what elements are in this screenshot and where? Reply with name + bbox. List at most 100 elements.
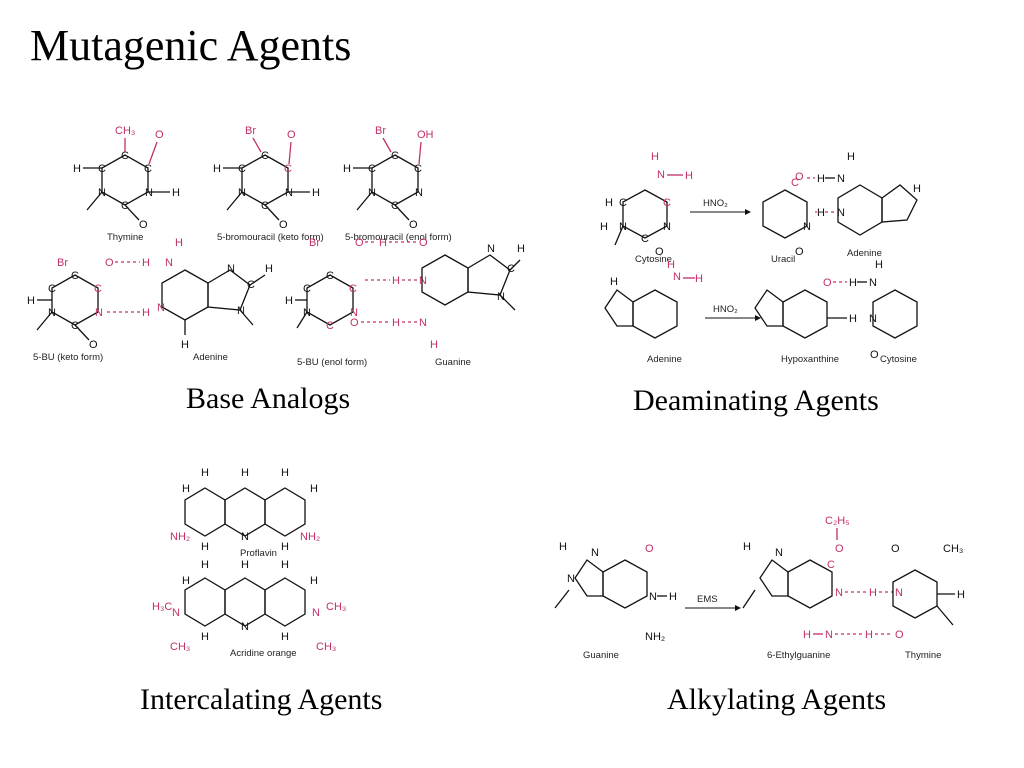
bu-enol-guanine-pair: C C N C N C Br O H O H N O H N H N C N H…: [285, 237, 525, 368]
svg-text:O: O: [870, 349, 879, 361]
svg-text:H: H: [175, 237, 183, 249]
bromouracil-enol-structure: C C N C N C Br OH O H 5-bromouracil (eno…: [343, 125, 452, 243]
svg-text:H: H: [142, 307, 150, 319]
adenine-bottom-label: Adenine: [647, 354, 682, 365]
svg-text:H: H: [312, 187, 320, 199]
svg-text:O: O: [795, 171, 804, 183]
svg-text:H: H: [201, 559, 209, 571]
svg-text:H: H: [817, 173, 825, 185]
svg-text:Br: Br: [57, 257, 68, 269]
hypoxanthine-label: Hypoxanthine: [781, 354, 839, 365]
svg-text:N: N: [241, 621, 249, 633]
svg-text:N: N: [350, 307, 358, 319]
svg-text:H: H: [285, 295, 293, 307]
svg-text:H₃C: H₃C: [152, 601, 172, 613]
cytosine-bottom-label: Cytosine: [880, 354, 917, 365]
svg-text:O: O: [287, 129, 296, 141]
svg-text:N: N: [837, 207, 845, 219]
svg-text:NH₂: NH₂: [300, 531, 320, 543]
svg-text:Br: Br: [245, 125, 256, 137]
svg-text:H: H: [610, 276, 618, 288]
svg-text:H: H: [201, 541, 209, 553]
deaminating-diagram: C C N C N N H H H H O Cytosine HNO₂ C O …: [600, 151, 921, 365]
slide-title: Mutagenic Agents: [30, 21, 352, 70]
svg-text:H: H: [181, 339, 189, 351]
svg-text:H: H: [869, 587, 877, 599]
svg-text:C: C: [619, 197, 627, 209]
svg-text:OH: OH: [417, 129, 434, 141]
proflavin-label: Proflavin: [240, 548, 277, 559]
adenine-pair-label: Adenine: [193, 352, 228, 363]
svg-text:H: H: [849, 313, 857, 325]
svg-text:C: C: [144, 163, 152, 175]
svg-text:C: C: [98, 163, 106, 175]
svg-text:H: H: [600, 221, 608, 233]
svg-text:H: H: [281, 541, 289, 553]
svg-text:C: C: [326, 270, 334, 282]
adenine-top-label: Adenine: [847, 248, 882, 259]
svg-text:H: H: [310, 483, 318, 495]
svg-text:CH₃: CH₃: [115, 125, 135, 137]
svg-text:N: N: [285, 187, 293, 199]
svg-text:N: N: [145, 187, 153, 199]
svg-text:H: H: [669, 591, 677, 603]
svg-text:H: H: [310, 575, 318, 587]
bromouracil-keto-label: 5-bromouracil (keto form): [217, 232, 324, 243]
intercalating-caption: Intercalating Agents: [140, 683, 383, 716]
svg-text:H: H: [281, 631, 289, 643]
svg-text:N: N: [419, 275, 427, 287]
svg-text:H: H: [685, 170, 693, 182]
svg-text:Br: Br: [309, 237, 320, 249]
svg-text:C: C: [284, 163, 292, 175]
svg-text:H: H: [182, 575, 190, 587]
ethylguanine-label: 6-Ethylguanine: [767, 650, 830, 661]
svg-text:CH₃: CH₃: [170, 641, 190, 653]
svg-text:N: N: [837, 173, 845, 185]
svg-text:H: H: [865, 629, 873, 641]
svg-text:N: N: [487, 243, 495, 255]
hno2-top-label: HNO₂: [703, 198, 728, 209]
thymine-alk-label: Thymine: [905, 650, 941, 661]
svg-text:O: O: [645, 543, 654, 555]
svg-text:H: H: [265, 263, 273, 275]
acridine-orange-structure: N H H H H H N H₃C CH₃ N CH₃ CH₃ H H Acri…: [152, 559, 346, 659]
svg-text:CH₃: CH₃: [316, 641, 336, 653]
svg-text:C: C: [368, 163, 376, 175]
svg-text:C: C: [261, 200, 269, 212]
svg-text:O: O: [891, 543, 900, 555]
svg-text:N: N: [95, 307, 103, 319]
svg-text:C: C: [326, 320, 334, 332]
svg-text:N: N: [895, 587, 903, 599]
guanine-pair-label: Guanine: [435, 357, 471, 368]
svg-text:H: H: [957, 589, 965, 601]
svg-text:O: O: [823, 277, 832, 289]
svg-text:H: H: [213, 163, 221, 175]
svg-text:O: O: [139, 219, 148, 231]
svg-text:C: C: [261, 150, 269, 162]
svg-text:O: O: [89, 339, 98, 351]
svg-text:CH₃: CH₃: [943, 543, 963, 555]
svg-text:C₂H₅: C₂H₅: [825, 515, 850, 527]
base-analogs-caption: Base Analogs: [186, 382, 351, 415]
svg-text:N: N: [663, 221, 671, 233]
svg-text:N: N: [803, 221, 811, 233]
svg-text:H: H: [182, 483, 190, 495]
bu-keto-adenine-pair: C C N C N C Br O O H H H N H N N C N H H…: [27, 237, 273, 363]
svg-text:H: H: [817, 207, 825, 219]
svg-text:H: H: [430, 339, 438, 351]
svg-text:O: O: [409, 219, 418, 231]
svg-text:Br: Br: [375, 125, 386, 137]
bromouracil-keto-structure: C C N C N C Br O H O H 5-bromouracil (ke…: [213, 125, 324, 243]
svg-text:H: H: [392, 317, 400, 329]
cytosine-to-uracil: C C N C N N H H H H O Cytosine HNO₂ C O …: [600, 151, 921, 265]
svg-text:N: N: [165, 257, 173, 269]
svg-text:C: C: [349, 283, 357, 295]
svg-text:H: H: [847, 151, 855, 163]
acridine-orange-label: Acridine orange: [230, 648, 297, 659]
svg-text:C: C: [391, 150, 399, 162]
svg-text:H: H: [142, 257, 150, 269]
svg-text:H: H: [281, 468, 289, 479]
svg-text:C: C: [303, 283, 311, 295]
svg-text:H: H: [201, 631, 209, 643]
thymine-structure: C C N C N C CH₃ O H O H Thymine: [73, 125, 180, 243]
